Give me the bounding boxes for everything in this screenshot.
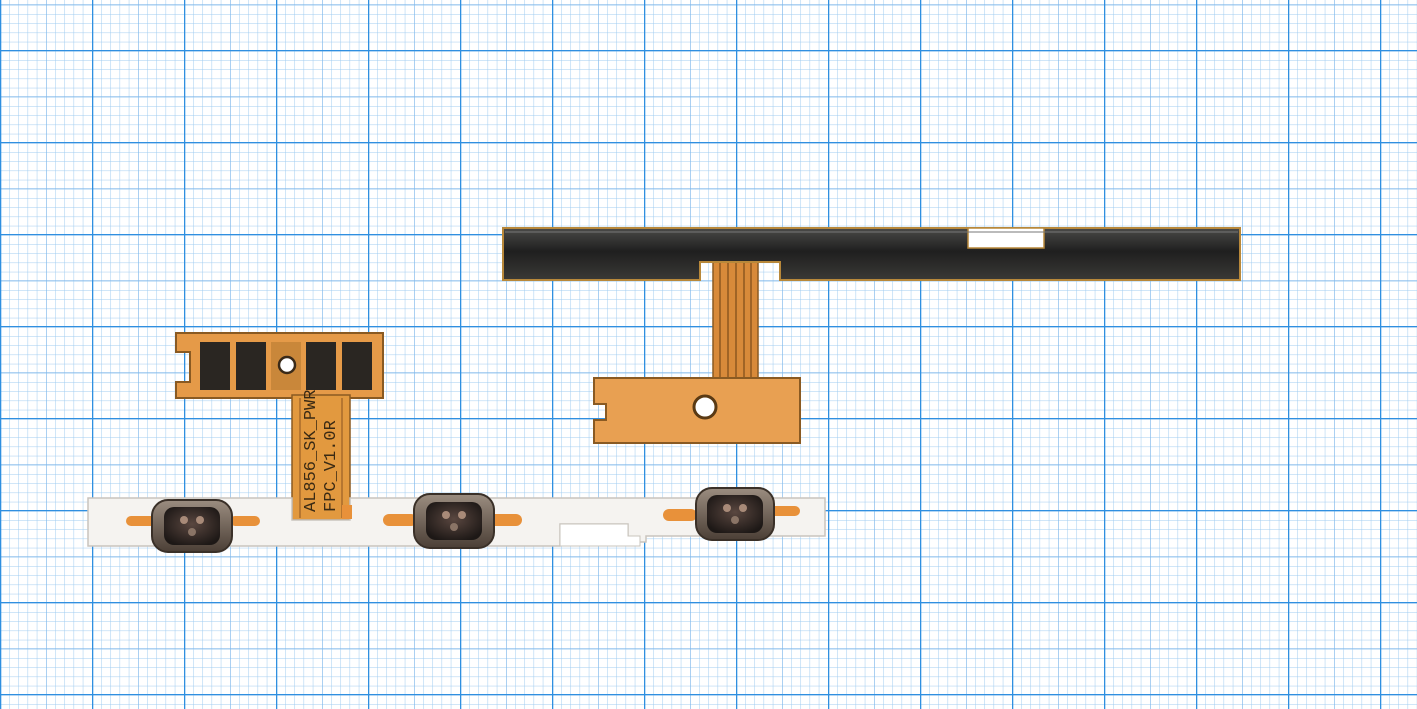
volume-flex-assembly [502, 227, 1241, 444]
power-flex-assembly: AL856_SK_PWR FPC_V1.0R [87, 332, 826, 553]
steel-plate-notch [967, 227, 1045, 249]
steel-stiffener-plate [502, 227, 1241, 281]
power-flex-screw-hole [277, 355, 297, 375]
power-flex-ribbon [291, 394, 351, 521]
pad-contact-2 [236, 342, 266, 390]
tactile-button-right [695, 487, 775, 541]
fpc-label-line2: FPC_V1.0R [322, 420, 341, 512]
pad-contact-1 [200, 342, 230, 390]
fpc-label-line1: AL856_SK_PWR [302, 390, 321, 512]
volume-flex-screw-hole [692, 394, 718, 420]
power-flex-traces [299, 398, 343, 518]
pad-contact-4 [342, 342, 372, 390]
tactile-button-left [151, 499, 233, 553]
volume-flex-traces [719, 262, 752, 378]
tactile-button-middle [413, 493, 495, 549]
pad-contact-3 [306, 342, 336, 390]
